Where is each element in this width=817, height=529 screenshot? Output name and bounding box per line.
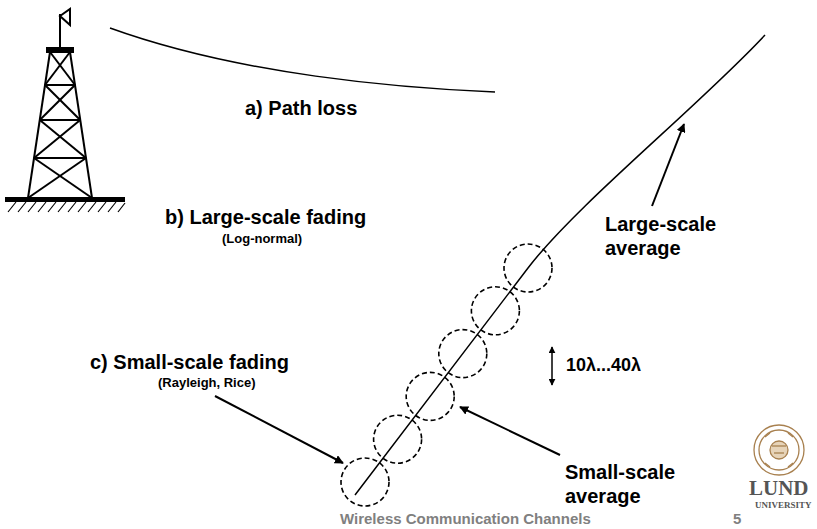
spacing-arrow bbox=[551, 347, 553, 385]
heading-label: b) Large-scale fading bbox=[165, 205, 366, 229]
pointer-arrow bbox=[215, 396, 343, 463]
note-label: (Rayleigh, Rice) bbox=[158, 375, 256, 391]
logo-subtitle: UNIVERSITY bbox=[755, 500, 812, 511]
pointer-arrow bbox=[652, 124, 684, 206]
large-scale-average-curve bbox=[355, 35, 765, 495]
page-number: 5 bbox=[733, 510, 741, 528]
heading-label: a) Path loss bbox=[245, 96, 357, 120]
university-seal bbox=[754, 425, 804, 475]
dimension-label: 10λ...40λ bbox=[566, 355, 641, 377]
callout-label: Small-scale average bbox=[565, 460, 715, 508]
path-loss-curve bbox=[110, 28, 495, 92]
note-label: (Log-normal) bbox=[222, 231, 302, 247]
small-scale-circles bbox=[341, 244, 552, 506]
logo-wordmark: LUND bbox=[749, 476, 809, 501]
heading-label: c) Small-scale fading bbox=[90, 350, 289, 374]
callout-label: Large-scale average bbox=[605, 212, 755, 260]
footer-title: Wireless Communication Channels bbox=[340, 510, 591, 528]
ground bbox=[5, 197, 125, 212]
transmitter-tower bbox=[28, 9, 92, 198]
pointer-arrow bbox=[460, 407, 560, 455]
